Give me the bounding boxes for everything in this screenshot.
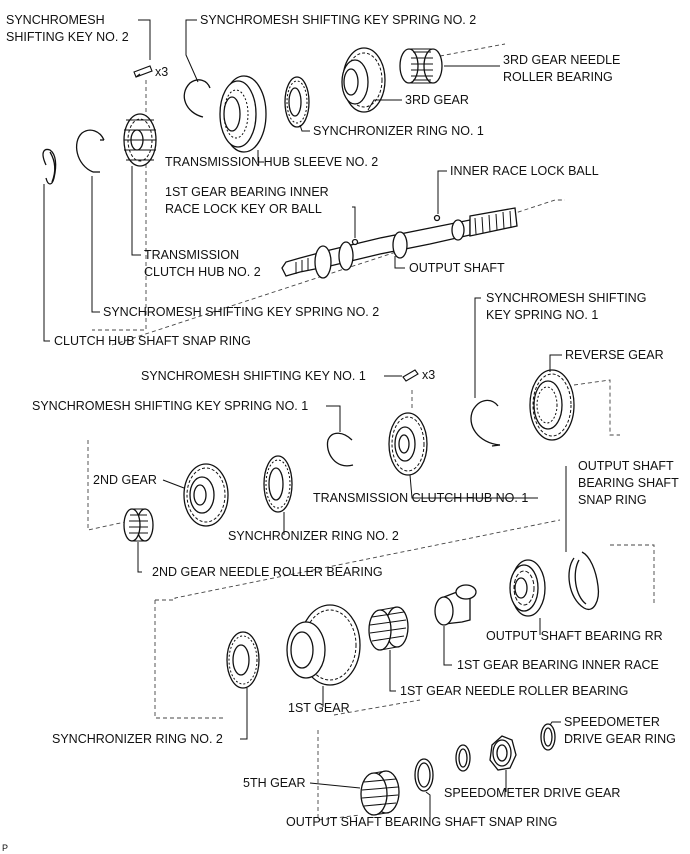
transmission-hub-sleeve-no2-icon xyxy=(219,75,267,153)
first-gear-needle-bearing-icon xyxy=(368,606,409,651)
key-spring-no2-left-icon xyxy=(75,129,105,173)
synchronizer-ring-no2-lower-icon xyxy=(226,631,260,689)
label-clutch-hub-snap-ring: CLUTCH HUB SHAFT SNAP RING xyxy=(54,334,251,348)
speedometer-drive-gear-icon xyxy=(489,735,517,771)
synchronizer-ring-no2-middle-icon xyxy=(263,455,293,513)
label-spring-no1-right-line1: SYNCHROMESH SHIFTING xyxy=(486,291,646,305)
label-clutch-hub-no2-line2: CLUTCH HUB NO. 2 xyxy=(144,265,261,279)
second-gear-icon xyxy=(183,463,229,527)
label-3rd-needle-line2: ROLLER BEARING xyxy=(503,70,613,84)
key-spring-no2-top-icon xyxy=(183,79,211,118)
label-3rd-gear: 3RD GEAR xyxy=(405,93,469,107)
label-speedo-ring-line2: DRIVE GEAR RING xyxy=(564,732,676,746)
third-gear-icon xyxy=(341,47,386,113)
label-snap-ring-bottom: OUTPUT SHAFT BEARING SHAFT SNAP RING xyxy=(286,815,557,829)
clutch-hub-snap-ring-icon xyxy=(42,148,57,185)
transmission-clutch-hub-no2-icon xyxy=(123,113,157,167)
label-2nd-needle: 2ND GEAR NEEDLE ROLLER BEARING xyxy=(152,565,383,579)
key-spring-no1-left-icon xyxy=(326,432,354,467)
third-gear-needle-bearing-icon xyxy=(399,48,443,84)
label-5th-gear: 5TH GEAR xyxy=(243,776,306,790)
label-clutch-hub-no2-line1: TRANSMISSION xyxy=(144,248,239,262)
label-x3-mid: x3 xyxy=(422,368,435,382)
label-key-no1: SYNCHROMESH SHIFTING KEY NO. 1 xyxy=(141,369,366,383)
label-sync-ring-no2-b: SYNCHRONIZER RING NO. 2 xyxy=(52,732,223,746)
first-gear-bearing-inner-race-icon xyxy=(434,584,477,626)
label-sync-ring-no2-a: SYNCHRONIZER RING NO. 2 xyxy=(228,529,399,543)
leader-lines xyxy=(43,19,567,822)
second-gear-needle-bearing-icon xyxy=(123,508,154,542)
label-snap-ring-right-line2: BEARING SHAFT xyxy=(578,476,679,490)
label-3rd-needle-line1: 3RD GEAR NEEDLE xyxy=(503,53,620,67)
label-sync-ring-no1: SYNCHRONIZER RING NO. 1 xyxy=(313,124,484,138)
output-shaft-bearing-rr-icon xyxy=(509,559,546,617)
output-shaft-bearing-snap-ring-icon xyxy=(568,551,600,610)
first-gear-icon xyxy=(286,604,361,686)
synchromesh-shifting-key-no1-icon xyxy=(402,369,419,382)
label-snap-ring-right-line1: OUTPUT SHAFT xyxy=(578,459,674,473)
label-spring-no2-mid: SYNCHROMESH SHIFTING KEY SPRING NO. 2 xyxy=(103,305,379,319)
label-1st-gear: 1ST GEAR xyxy=(288,701,350,715)
synchronizer-ring-no1-icon xyxy=(284,76,310,128)
label-output-shaft: OUTPUT SHAFT xyxy=(409,261,505,275)
assembly-guide-lines xyxy=(87,43,655,821)
bottom-snap-ring-icon xyxy=(414,758,434,792)
label-speedo-gear: SPEEDOMETER DRIVE GEAR xyxy=(444,786,620,800)
label-key-no2-line1: SYNCHROMESH xyxy=(6,13,105,27)
label-snap-ring-right-line3: SNAP RING xyxy=(578,493,647,507)
label-reverse-gear: REVERSE GEAR xyxy=(565,348,664,362)
label-1st-needle: 1ST GEAR NEEDLE ROLLER BEARING xyxy=(400,684,628,698)
label-lock-key-line2: RACE LOCK KEY OR BALL xyxy=(165,202,322,216)
label-spring-no1-left: SYNCHROMESH SHIFTING KEY SPRING NO. 1 xyxy=(32,399,308,413)
label-1st-inner-race: 1ST GEAR BEARING INNER RACE xyxy=(457,658,659,672)
label-clutch-hub-no1: TRANSMISSION CLUTCH HUB NO. 1 xyxy=(313,491,528,505)
fifth-gear-icon xyxy=(360,770,400,816)
label-2nd-gear: 2ND GEAR xyxy=(93,473,157,487)
corner-marker: P xyxy=(2,843,8,853)
label-lock-key-line1: 1ST GEAR BEARING INNER xyxy=(165,185,329,199)
output-shaft-icon xyxy=(281,207,518,279)
key-spring-no1-right-icon xyxy=(470,399,501,447)
label-speedo-ring-line1: SPEEDOMETER xyxy=(564,715,660,729)
synchromesh-shifting-key-no2-icon xyxy=(133,65,153,78)
label-spring-no1-right-line2: KEY SPRING NO. 1 xyxy=(486,308,598,322)
label-hub-sleeve-no2: TRANSMISSION HUB SLEEVE NO. 2 xyxy=(165,155,378,169)
transmission-clutch-hub-no1-icon xyxy=(388,412,428,476)
label-x3-top: x3 xyxy=(155,65,168,79)
label-inner-race-lock-ball: INNER RACE LOCK BALL xyxy=(450,164,599,178)
speedo-drive-gear-ring-left-icon xyxy=(455,744,471,772)
label-bearing-rr: OUTPUT SHAFT BEARING RR xyxy=(486,629,663,643)
label-spring-no2-top: SYNCHROMESH SHIFTING KEY SPRING NO. 2 xyxy=(200,13,476,27)
reverse-gear-icon xyxy=(529,369,575,441)
part-labels: SYNCHROMESH SHIFTING KEY NO. 2 x3 SYNCHR… xyxy=(2,13,679,853)
label-key-no2-line2: SHIFTING KEY NO. 2 xyxy=(6,30,129,44)
speedo-drive-gear-ring-right-icon xyxy=(540,723,556,751)
